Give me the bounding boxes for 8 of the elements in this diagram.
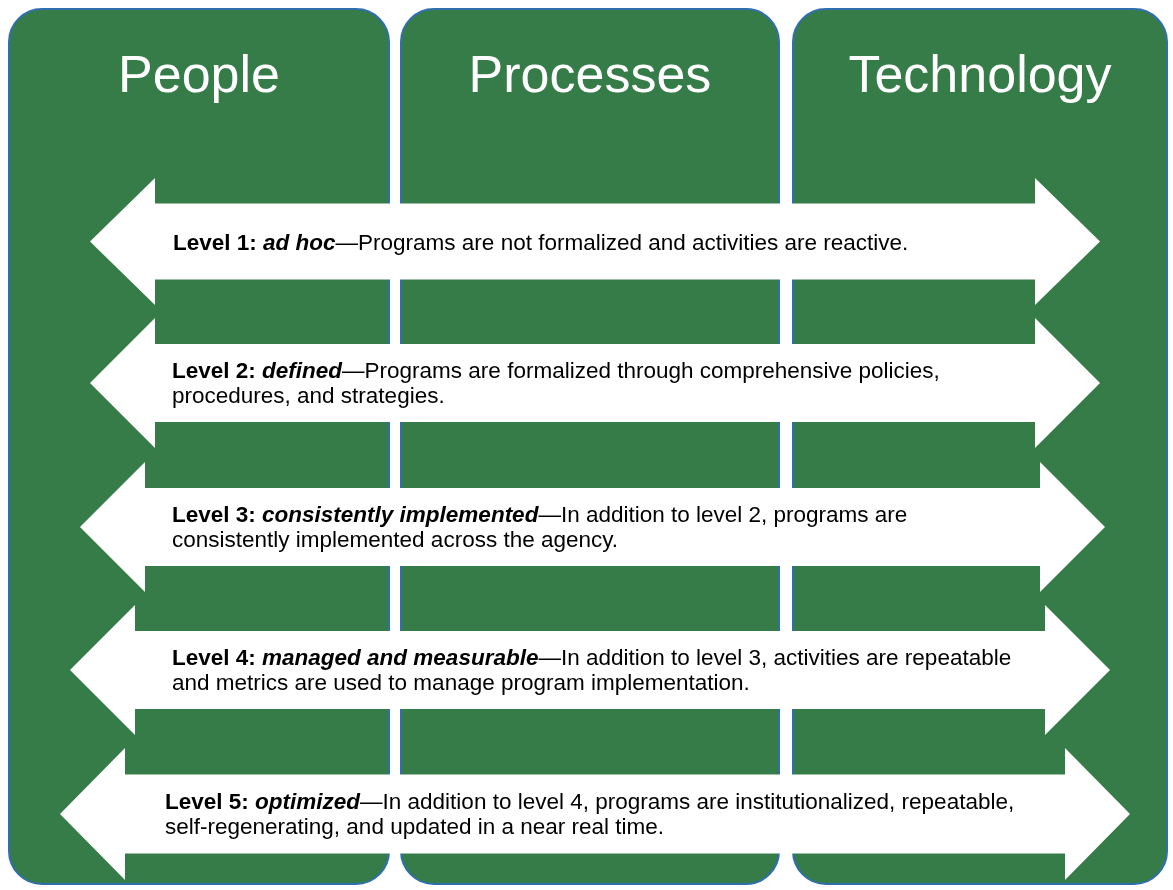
column-heading: People [118, 44, 280, 104]
level-description: Level 1: ad hoc—Programs are not formalized and activities are reactive. [173, 229, 910, 254]
level-description: Level 3: consistently implemented—In addition to level 2, programs are consistently implemented across the agency. [172, 502, 909, 552]
level-description: Level 2: defined—Programs are formalized through comprehensive policies, procedures, and strategies. [172, 358, 941, 408]
column-heading: Technology [848, 44, 1112, 104]
column-heading: Processes [468, 44, 712, 104]
level-description: Level 4: managed and measurable—In addition to level 3, activities are repeatable and metrics are used to manage program implementation. [172, 645, 1013, 695]
level-description: Level 5: optimized—In addition to level 4, programs are institutionalized, repeatable, self-regenerating, and updated in a near real time. [165, 789, 1015, 839]
